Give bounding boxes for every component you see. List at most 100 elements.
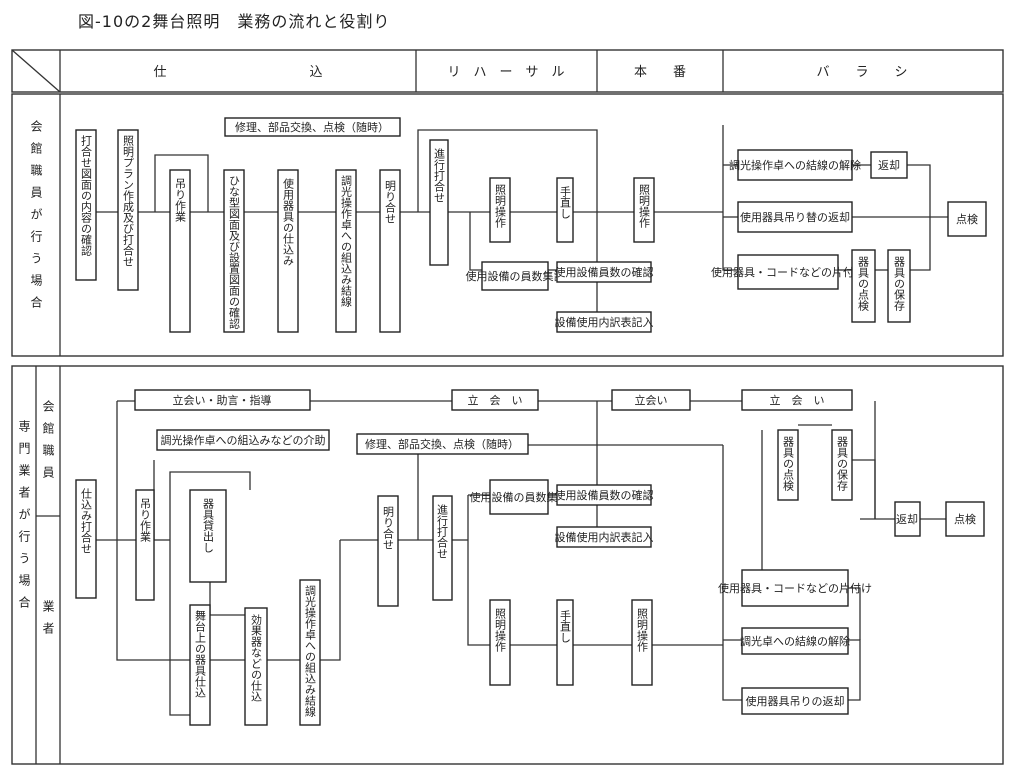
label-akari-awase-2: 明り合せ — [382, 506, 395, 550]
box-tachiai-3 — [611, 389, 691, 411]
header-diagonal — [11, 49, 61, 93]
box-setchi-check — [223, 169, 245, 333]
header-frame — [11, 49, 1004, 93]
box-tachiai-jogen-shidou — [134, 389, 311, 411]
box-setsubi-kakunin — [556, 261, 652, 283]
label-tsuri-sagyou: 吊り作業 — [174, 178, 187, 222]
box-shoumei-sousa-2 — [633, 177, 655, 243]
box-kessen-kaijo — [737, 149, 853, 181]
label-shikomi-uchiawase: 仕込み打合せ — [80, 488, 93, 554]
label-shoumei-sousa-1: 照明操作 — [494, 184, 507, 228]
label-shinko-uchiawase: 進行打合せ — [433, 148, 446, 203]
box-setsubi-shuukei-2 — [489, 479, 549, 515]
label-kiki-kashidashi: 器具貸出し — [202, 498, 215, 553]
label-henkyaku: 返却 — [878, 159, 900, 172]
box-tsuri-sagyou — [169, 169, 191, 333]
box-katazuke — [737, 254, 839, 290]
box-kiki-tenken — [851, 249, 876, 323]
label-tenaoshi: 手直し — [559, 185, 572, 219]
box-katazuke-2 — [741, 569, 849, 607]
label-akari-awase: 明り合せ — [384, 180, 397, 224]
box-tenaoshi — [556, 177, 574, 243]
label-tachiai-3: 立会い — [635, 393, 668, 407]
label-butai-shikomi: 舞台上の器具仕込 — [194, 610, 207, 698]
label-setsubi-kakunin-2: 使用設備員数の確認 — [555, 488, 654, 502]
box-shoumei-sousa-4 — [631, 599, 653, 686]
box-akari-awase-2 — [377, 495, 399, 607]
box-tsurigae-henkyaku — [737, 201, 853, 233]
label-kouka-shikomi: 効果器などの仕込 — [250, 613, 263, 702]
label-tenaoshi-2: 手直し — [559, 609, 572, 643]
section1-connectors — [96, 125, 948, 322]
phase-rehearsal: リ ハ ー サ ル — [447, 65, 564, 80]
phase-shikomi: 仕 込 — [153, 65, 322, 80]
box-kiki-tenken-2 — [777, 429, 799, 501]
label-kessen-kaijo: 調光操作卓への結線の解除 — [729, 158, 861, 172]
section2-label: 専門業者が行う場合 — [17, 420, 31, 618]
phase-barashi: バ ラ シ — [816, 65, 907, 80]
label-kiki-tenken: 器具の点検 — [857, 256, 870, 312]
label-repair-inspection: 修理、部品交換、点検（随時） — [235, 120, 389, 134]
label-setsubi-kinyu-2: 設備使用内訳表記入 — [555, 530, 654, 544]
box-shoumei-sousa-3 — [489, 599, 511, 686]
box-shinko-uchiawase — [429, 139, 449, 266]
box-repair-inspection-2 — [356, 433, 529, 455]
box-henkyaku — [870, 151, 908, 179]
box-akari-awase — [379, 169, 401, 333]
box-kouka-shikomi — [244, 607, 268, 726]
label-setsubi-kakunin: 使用設備員数の確認 — [555, 265, 654, 279]
label-chokou-kessen: 調光操作卓への組込み結線 — [340, 174, 353, 307]
section1-frame — [11, 93, 1004, 357]
label-uchiawase-check: 打合せ図面の内容の確認 — [80, 134, 93, 256]
box-chokou-kessen-2 — [299, 579, 321, 726]
box-tenaoshi-2 — [556, 599, 574, 686]
box-setsubi-kinyu — [556, 311, 652, 333]
box-chokou-kessen — [335, 169, 357, 333]
label-tsuri-sagyou-2: 吊り作業 — [139, 498, 152, 542]
section2-sub-kaikan: 会館職員 — [41, 400, 55, 488]
label-repair-inspection-2: 修理、部品交換、点検（随時） — [365, 437, 519, 451]
box-setsubi-shuukei — [481, 261, 549, 291]
box-repair-inspection — [224, 117, 401, 137]
label-katazuke: 使用器具・コードなどの片付け — [711, 266, 865, 279]
label-shinko-uchiawase-2: 進行打合せ — [436, 504, 449, 559]
box-setsubi-kakunin-2 — [556, 484, 652, 506]
box-shinko-uchiawase-2 — [432, 495, 453, 601]
box-shoumei-sousa-1 — [489, 177, 511, 243]
section2-frame — [11, 365, 1004, 765]
label-kiki-shikomi: 使用器具の仕込み — [282, 178, 295, 266]
box-tsuri-sagyou-2 — [135, 489, 155, 601]
label-chokou-kessen-2: 調光操作卓への組込み結線 — [304, 584, 317, 717]
box-uchiawase-check — [75, 129, 97, 281]
label-henkyaku-2: 返却 — [896, 513, 918, 526]
label-tachiai-2: 立 会 い — [468, 393, 523, 407]
label-tachiai-jogen-shidou: 立会い・助言・指導 — [173, 393, 272, 407]
box-kessen-kaijo-2 — [741, 627, 849, 655]
box-tenken — [947, 201, 987, 237]
box-kumikomi-kaijo — [156, 429, 330, 451]
box-tachiai-4 — [741, 389, 853, 411]
label-kiki-hozon-2: 器具の保存 — [836, 436, 849, 491]
figure-title: 図-10の2舞台照明 業務の流れと役割り — [78, 12, 391, 31]
box-butai-shikomi — [189, 604, 211, 726]
label-setsubi-kinyu: 設備使用内訳表記入 — [555, 315, 654, 329]
box-tsurigae-henkyaku-2 — [741, 687, 849, 715]
box-kiki-hozon — [887, 249, 911, 323]
label-shoumei-sousa-4: 照明操作 — [636, 608, 649, 652]
box-lighting-plan — [117, 129, 139, 291]
label-tsurigae-henkyaku-2: 使用器具吊りの返却 — [746, 695, 845, 708]
label-tenken-2: 点検 — [954, 512, 976, 526]
box-kiki-shikomi — [277, 169, 299, 333]
box-kiki-kashidashi — [189, 489, 227, 583]
label-shoumei-sousa-3: 照明操作 — [494, 608, 507, 652]
label-kiki-tenken-2: 器具の点検 — [782, 436, 795, 492]
label-kessen-kaijo-2: 調光卓への結線の解除 — [740, 634, 850, 648]
box-tachiai-2 — [451, 389, 539, 411]
box-henkyaku-2 — [894, 501, 921, 537]
label-katazuke-2: 使用器具・コードなどの片付け — [718, 582, 872, 595]
label-shoumei-sousa-2: 照明操作 — [638, 184, 651, 228]
label-setchi-check: ひな型図面及び設置図面の確認 — [228, 175, 241, 329]
label-setsubi-shuukei-2: 使用設備の員数集計 — [470, 490, 569, 504]
box-setsubi-kinyu-2 — [556, 526, 652, 548]
